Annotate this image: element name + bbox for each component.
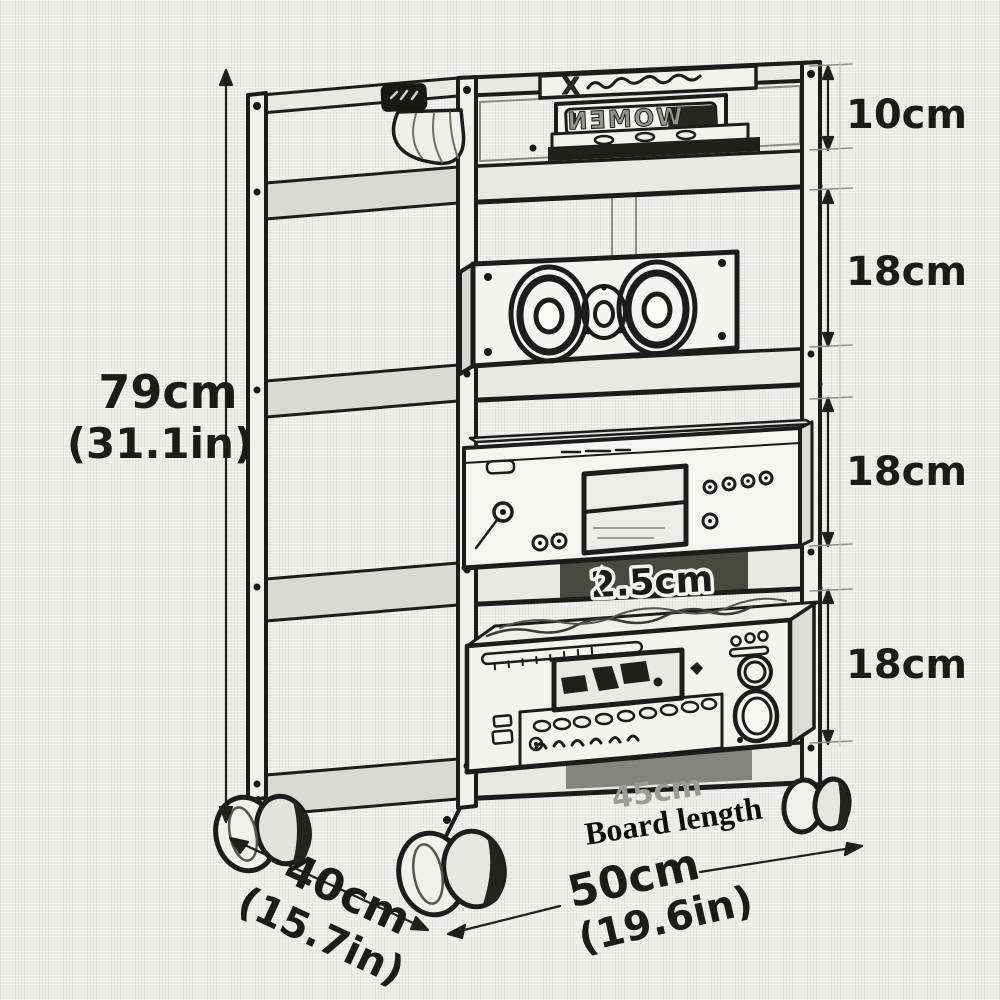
board-thickness-label: 2.5cm xyxy=(590,559,715,606)
cd-player xyxy=(461,418,814,571)
extension-ticks xyxy=(809,61,853,747)
bowl-sketch xyxy=(380,83,466,166)
stacked-books: X WOMEN xyxy=(538,64,760,161)
rear-left-post xyxy=(246,91,268,802)
tier-gap-1-label: 10cm xyxy=(846,92,967,138)
tier-gap-2-label: 18cm xyxy=(846,249,967,295)
book-top-mark: X xyxy=(562,74,580,100)
caster-front-left xyxy=(396,806,507,918)
receiver-oval-buttons xyxy=(532,697,718,733)
speaker-screws xyxy=(484,259,726,356)
tier-gap-4-label: 18cm xyxy=(846,642,967,688)
center-speaker xyxy=(458,249,740,376)
cd-left-controls xyxy=(474,501,568,552)
cd-display-window xyxy=(581,463,689,556)
front-left-post xyxy=(456,75,478,810)
receiver-connectors xyxy=(491,714,544,752)
dimension-lines xyxy=(218,61,864,940)
height-value-label: 79cm xyxy=(98,365,237,419)
av-receiver xyxy=(464,597,820,775)
height-arrow xyxy=(218,68,234,824)
casters xyxy=(213,776,852,918)
receiver-knob-small xyxy=(737,654,773,690)
speaker-tweeter xyxy=(581,284,627,340)
width-arrow xyxy=(446,841,864,940)
board-shadow-edges xyxy=(455,183,823,802)
receiver-knob-large xyxy=(732,688,780,744)
tier-gap-3-label: 18cm xyxy=(846,449,967,495)
speaker-woofer-right xyxy=(616,259,698,357)
height-imperial-label: (31.1in) xyxy=(67,419,253,468)
thickness-paren-mark xyxy=(595,564,604,597)
depth-arrow xyxy=(228,836,430,932)
cd-logo xyxy=(485,459,516,475)
bowl-label xyxy=(380,83,428,112)
tier-gap-arrows xyxy=(821,64,835,746)
caster-front-right xyxy=(781,776,852,835)
speaker-woofer-left xyxy=(508,264,590,364)
cd-knob-row xyxy=(701,470,774,530)
receiver-diamond-button xyxy=(690,662,703,675)
shelf-side-faces xyxy=(264,165,460,817)
receiver-side xyxy=(788,602,816,746)
